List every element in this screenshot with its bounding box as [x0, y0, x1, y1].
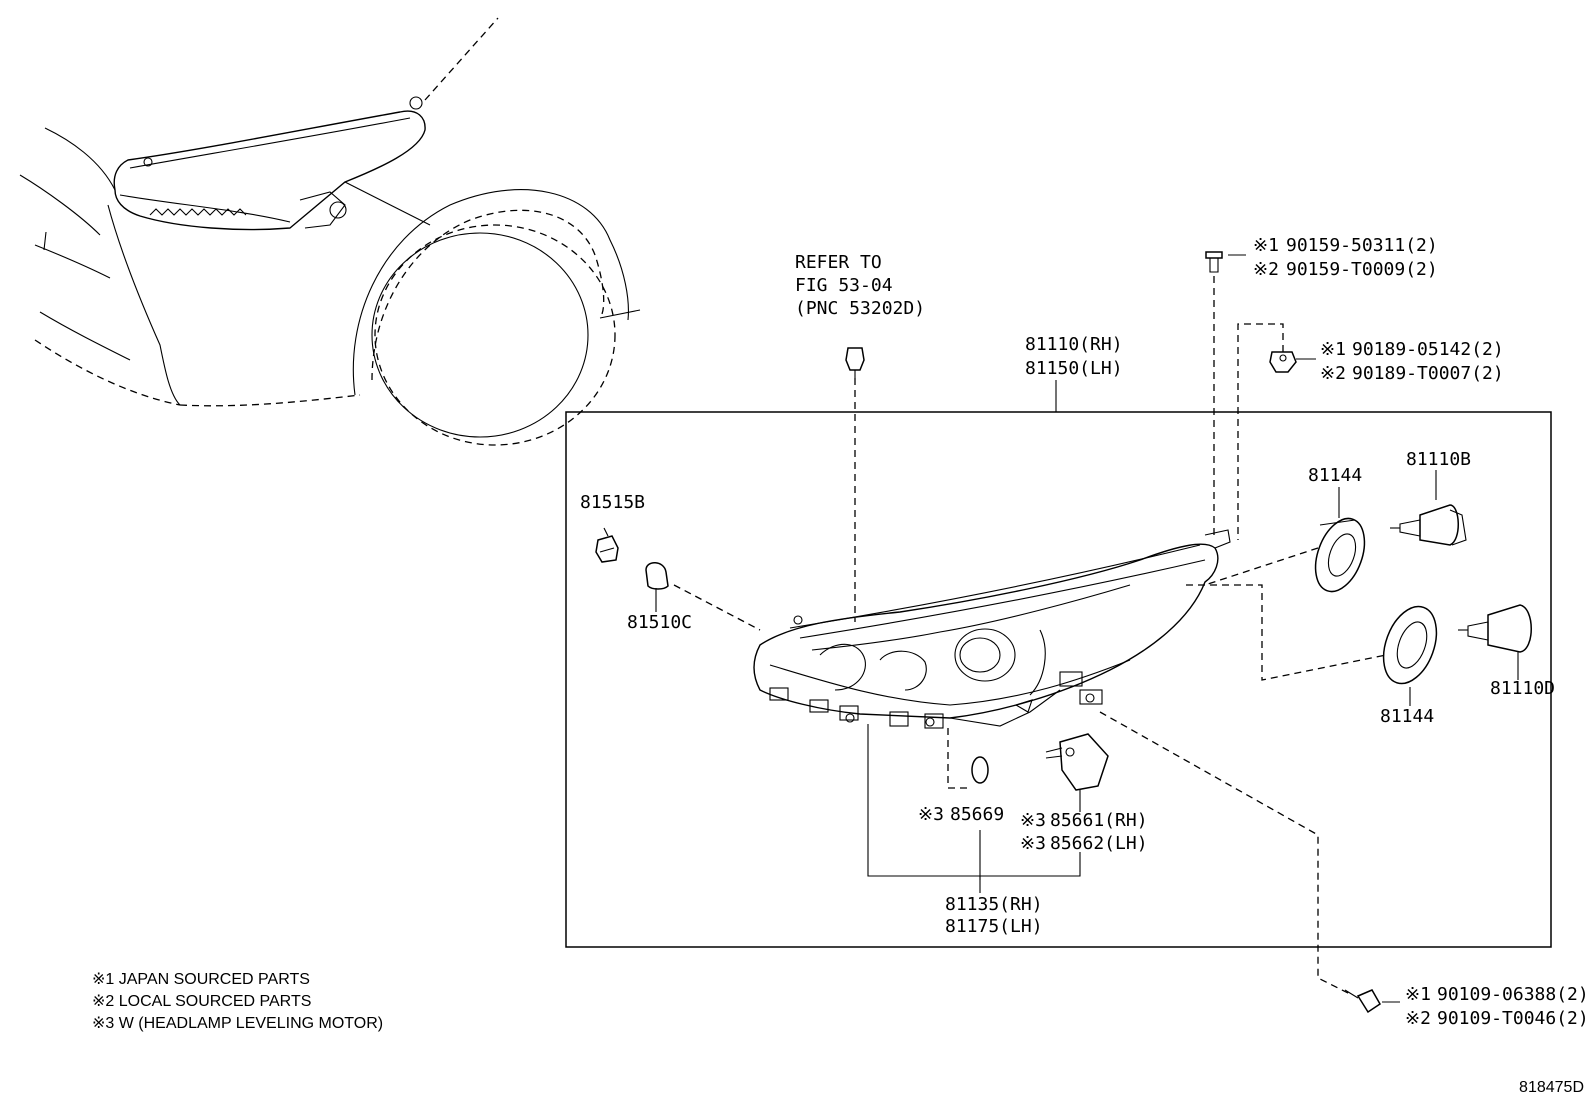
label-81510c: 81510C: [627, 612, 692, 633]
mark-1-fastener-90159: ※1: [1253, 235, 1279, 256]
label-85662: 85662(LH): [1050, 833, 1148, 854]
diagram-id: 818475D: [1519, 1079, 1584, 1096]
screw-90109: [1344, 989, 1381, 1014]
mark-1-fastener-90189: ※1: [1320, 339, 1346, 360]
assembly-label-lh: 81150(LH): [1025, 358, 1123, 379]
bulb-81110d: [1458, 604, 1532, 653]
mark-3-85662: ※3: [1020, 833, 1046, 854]
bulb-81110b: [1390, 504, 1467, 546]
cap-81144-top: [1314, 517, 1366, 593]
label-90109-06388: 90109-06388(2): [1437, 984, 1589, 1005]
nut-90189: [1269, 351, 1297, 373]
label-90159-50311: 90159-50311(2): [1286, 235, 1438, 256]
note-local-sourced: ※2 LOCAL SOURCED PARTS: [92, 993, 311, 1010]
refer-line-2: FIG 53-04: [795, 275, 893, 296]
refer-line-1: REFER TO: [795, 252, 882, 273]
mark-2-fastener-90109: ※2: [1405, 1008, 1431, 1029]
car-front-illustration: [19, 17, 641, 446]
label-81135: 81135(RH): [945, 894, 1043, 915]
label-81175: 81175(LH): [945, 916, 1043, 937]
leveling-motor-85661: [1045, 733, 1109, 791]
label-85669: 85669: [950, 804, 1004, 825]
mark-1-fastener-90109: ※1: [1405, 984, 1431, 1005]
mark-3-85661: ※3: [1020, 810, 1046, 831]
assembly-label-rh: 81110(RH): [1025, 334, 1123, 355]
label-81110b: 81110B: [1406, 449, 1471, 470]
mark-2-fastener-90159: ※2: [1253, 259, 1279, 280]
oring-85669: [971, 756, 989, 784]
connector-refer: [845, 347, 865, 378]
bolt-90159: [1205, 251, 1223, 273]
label-81515b: 81515B: [580, 492, 645, 513]
label-85661: 85661(RH): [1050, 810, 1148, 831]
label-90189-t0007: 90189-T0007(2): [1352, 363, 1504, 384]
assembly-frame: [565, 411, 1552, 948]
headlamp-assembly-drawing: [753, 529, 1231, 729]
note-japan-sourced: ※1 JAPAN SOURCED PARTS: [92, 971, 310, 988]
label-81144-top: 81144: [1308, 465, 1362, 486]
refer-line-3: (PNC 53202D): [795, 298, 925, 319]
mark-2-fastener-90189: ※2: [1320, 363, 1346, 384]
label-90189-05142: 90189-05142(2): [1352, 339, 1504, 360]
label-81110d: 81110D: [1490, 678, 1555, 699]
note-leveling-motor: ※3 W (HEADLAMP LEVELING MOTOR): [92, 1015, 383, 1032]
label-90159-t0009: 90159-T0009(2): [1286, 259, 1438, 280]
bulb-81510c: [645, 562, 669, 590]
cap-81144-bottom: [1382, 605, 1438, 685]
label-90109-t0046: 90109-T0046(2): [1437, 1008, 1589, 1029]
clip-81515b: [595, 527, 619, 563]
label-81144-bottom: 81144: [1380, 706, 1434, 727]
mark-3-85669: ※3: [918, 804, 944, 825]
